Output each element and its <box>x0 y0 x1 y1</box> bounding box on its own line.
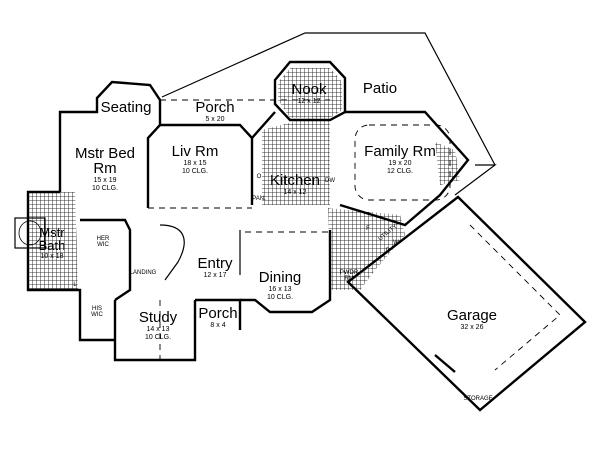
study-walls <box>113 300 197 362</box>
kitchen-walls <box>251 111 276 139</box>
utility-tile <box>328 208 405 290</box>
dining-walls <box>240 230 332 314</box>
room-name: Entry <box>197 255 233 272</box>
patio-outline <box>161 32 496 166</box>
room-size: 12 x 12 <box>297 98 321 105</box>
room-ceiling: 10 CLG. <box>266 294 294 301</box>
room-name: Mstr Bath <box>38 225 66 253</box>
nook-tile <box>278 68 342 118</box>
front-porch-walls <box>195 298 242 330</box>
room-size: 32 x 26 <box>460 324 484 331</box>
family-room-walls <box>339 110 470 227</box>
room-size: 10 x 18 <box>40 253 64 260</box>
wic-walls <box>80 218 132 301</box>
room-size: 14 x 13 <box>146 326 170 333</box>
room-size: 19 x 20 <box>388 160 412 167</box>
living-room-walls <box>160 123 254 205</box>
dishwasher-label: DW <box>325 178 335 184</box>
room-ceiling: 12 CLG. <box>386 168 414 175</box>
room-name: Liv Rm <box>171 143 219 160</box>
room-patio: Patio <box>363 81 397 96</box>
master-bath-walls <box>26 190 115 342</box>
linen-label: L <box>73 282 77 288</box>
room-size: 15 x 19 <box>93 177 117 184</box>
bath-tile <box>28 192 78 290</box>
storage-label: STORAGE <box>463 396 493 402</box>
room-name: Seating <box>100 99 152 116</box>
nook-walls <box>273 60 347 122</box>
garage-walls <box>346 195 587 412</box>
room-size: 14 x 12 <box>283 189 307 196</box>
room-ceiling: 10 CLG. <box>181 168 209 175</box>
her-wic-label: HER WIC <box>96 236 110 248</box>
room-ceiling: 10 CLG. <box>144 334 172 341</box>
room-name: Family Rm <box>364 143 436 160</box>
his-wic-label: HIS WIC <box>91 306 103 318</box>
kitchen-tile <box>262 112 330 205</box>
room-size: 12 x 17 <box>203 272 227 279</box>
room-name: Patio <box>362 80 398 97</box>
room-name: Porch <box>195 99 235 116</box>
powder-room-label: PWDR RM <box>339 270 359 282</box>
room-name: Porch <box>198 305 238 322</box>
oven-label: O <box>256 174 262 180</box>
room-size: 8 x 4 <box>210 322 226 329</box>
room-name: Mstr Bed Rm <box>74 145 135 177</box>
fireplace-tile <box>435 142 460 185</box>
room-name: Dining <box>258 269 302 286</box>
pantry-label: PAN. <box>252 196 266 202</box>
room-ceiling: 10 CLG. <box>91 185 119 192</box>
room-name: Nook <box>291 81 327 98</box>
freezer-label: F <box>366 226 370 232</box>
room-size: 16 x 13 <box>268 286 292 293</box>
landing-label: LANDING <box>129 270 157 276</box>
room-name: Study <box>138 309 178 326</box>
dryer-label: D <box>385 248 391 254</box>
room-seating: Seating <box>101 100 152 115</box>
room-name: Garage <box>446 307 498 324</box>
room-name: Kitchen <box>269 172 321 189</box>
room-size: 5 x 20 <box>205 116 225 123</box>
room-size: 18 x 15 <box>183 160 207 167</box>
master-bed-walls <box>58 80 162 208</box>
washer-label: W <box>393 240 399 246</box>
